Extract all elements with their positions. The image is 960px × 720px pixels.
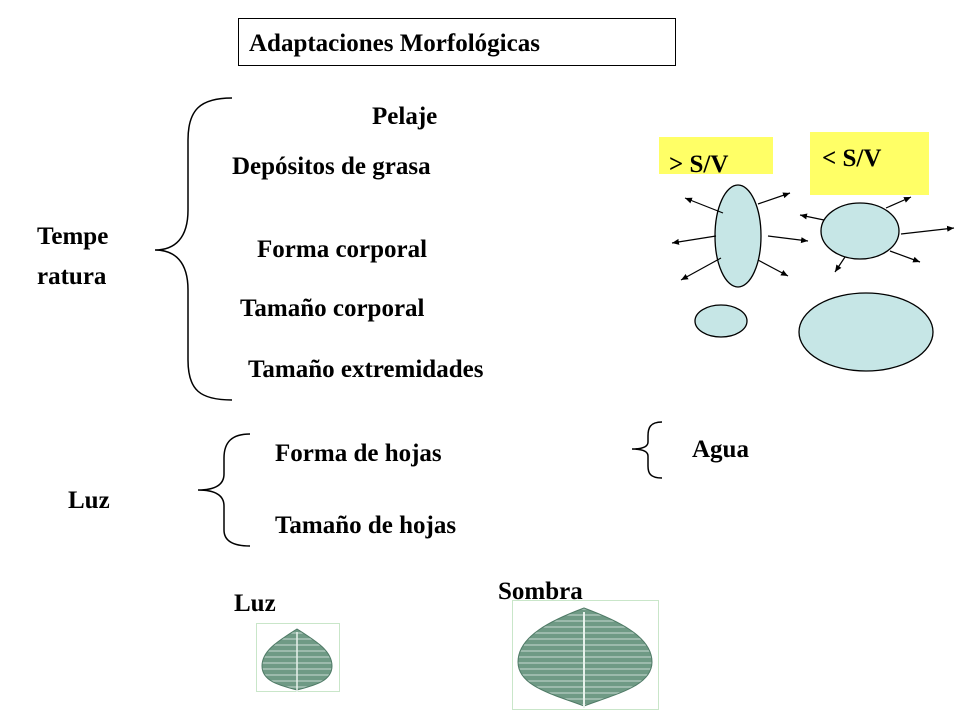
ratio-greater-label: > S/V (669, 151, 729, 178)
small-body-shape (694, 304, 748, 338)
temperature-label-line2: ratura (37, 263, 107, 290)
temp-item-forma: Forma corporal (257, 236, 428, 263)
leaf-light-icon (261, 628, 333, 692)
temp-item-grasa: Depósitos de grasa (232, 153, 431, 180)
luz-item-forma: Forma de hojas (275, 440, 442, 467)
round-body-shape (799, 196, 955, 273)
ratio-lesser-label: < S/V (822, 145, 882, 172)
temperature-brace (154, 97, 233, 401)
agua-label: Agua (692, 436, 749, 463)
agua-brace (631, 421, 663, 479)
page-title: Adaptaciones Morfológicas (249, 30, 540, 57)
large-body-shape (798, 292, 934, 372)
leaf-shade-label: Sombra (498, 578, 583, 605)
title-box: Adaptaciones Morfológicas (238, 18, 676, 66)
tall-body-shape (671, 184, 809, 288)
luz-label: Luz (68, 487, 110, 514)
temp-item-pelaje: Pelaje (372, 103, 438, 130)
temp-item-extremidades: Tamaño extremidades (248, 356, 484, 383)
temperature-label-line1: Tempe (37, 223, 109, 250)
temp-item-tamano: Tamaño corporal (240, 295, 425, 322)
ratio-greater-box: > S/V (659, 137, 773, 178)
luz-brace (197, 433, 251, 547)
luz-item-tamano: Tamaño de hojas (275, 512, 457, 539)
leaf-light-label: Luz (234, 590, 276, 617)
ratio-lesser-box: < S/V (810, 132, 929, 195)
leaf-shade-icon (517, 607, 653, 708)
